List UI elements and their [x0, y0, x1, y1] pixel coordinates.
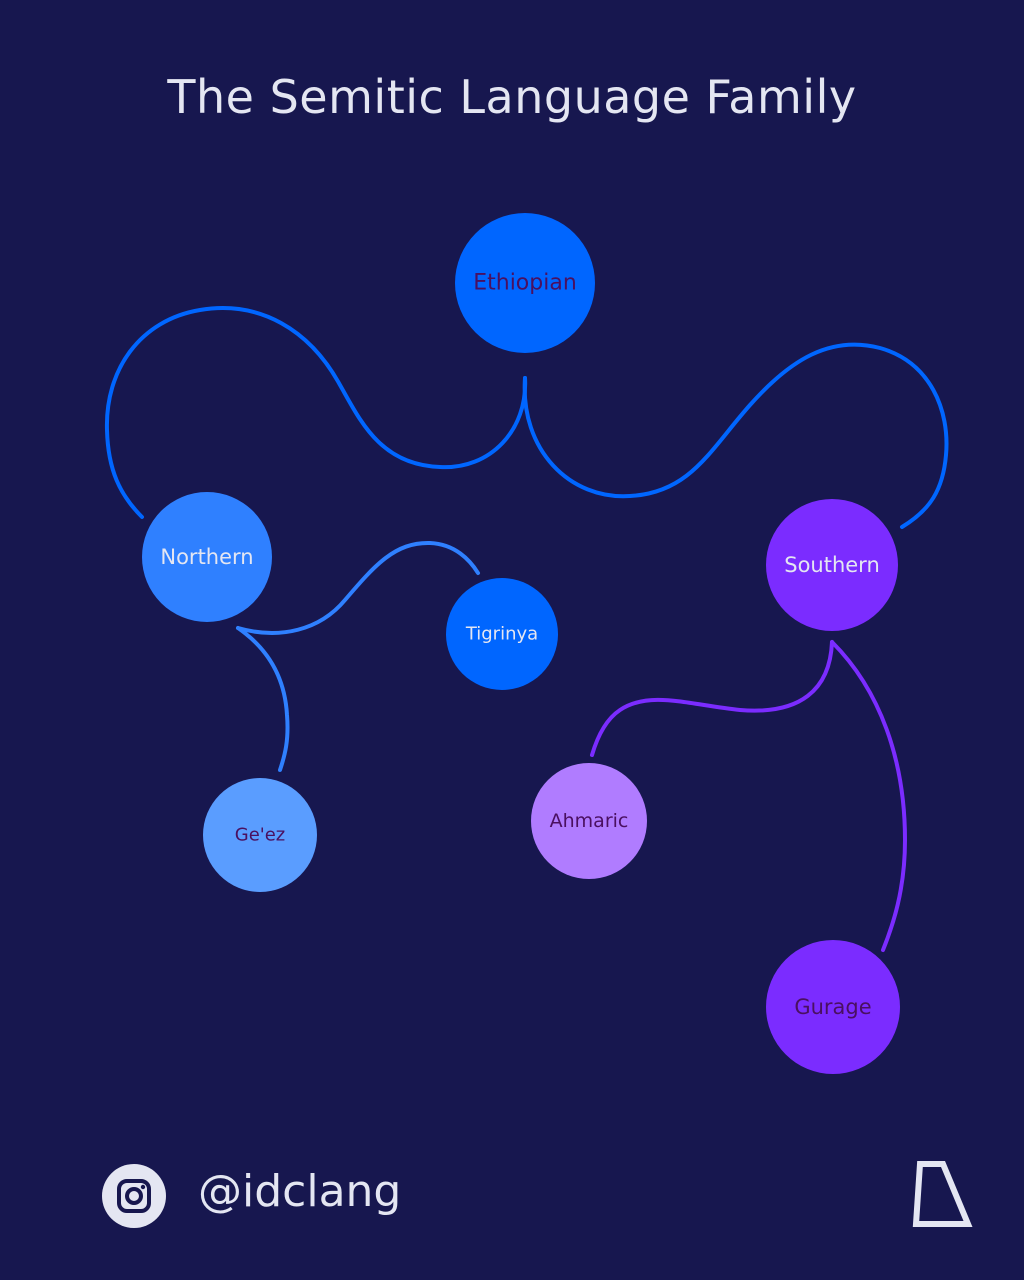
node-ahmaric: Ahmaric	[531, 763, 647, 879]
node-northern: Northern	[142, 492, 272, 622]
node-label-northern: Northern	[160, 545, 253, 569]
node-ethiopian: Ethiopian	[455, 213, 595, 353]
instagram-icon[interactable]	[102, 1164, 166, 1228]
edge-southern-gurage	[830, 640, 908, 952]
node-geez: Ge'ez	[203, 778, 317, 892]
node-label-southern: Southern	[784, 553, 880, 577]
delta-logo	[912, 1160, 974, 1230]
node-label-gurage: Gurage	[794, 995, 871, 1019]
node-gurage: Gurage	[766, 940, 900, 1074]
node-label-ahmaric: Ahmaric	[550, 810, 629, 832]
node-tigrinya: Tigrinya	[446, 578, 558, 690]
node-southern: Southern	[766, 499, 898, 631]
node-label-geez: Ge'ez	[235, 825, 286, 846]
edge-southern-ahmaric	[590, 640, 834, 757]
edge-ethiopian-southern	[522, 342, 949, 529]
edge-ethiopian-northern	[104, 306, 528, 519]
instagram-handle[interactable]: @idclang	[198, 1166, 402, 1217]
edge-northern-geez	[236, 626, 290, 772]
node-label-tigrinya: Tigrinya	[465, 624, 538, 645]
diagram-title: The Semitic Language Family	[167, 70, 857, 124]
edge-northern-tigrinya	[236, 540, 480, 635]
node-label-ethiopian: Ethiopian	[473, 271, 577, 296]
